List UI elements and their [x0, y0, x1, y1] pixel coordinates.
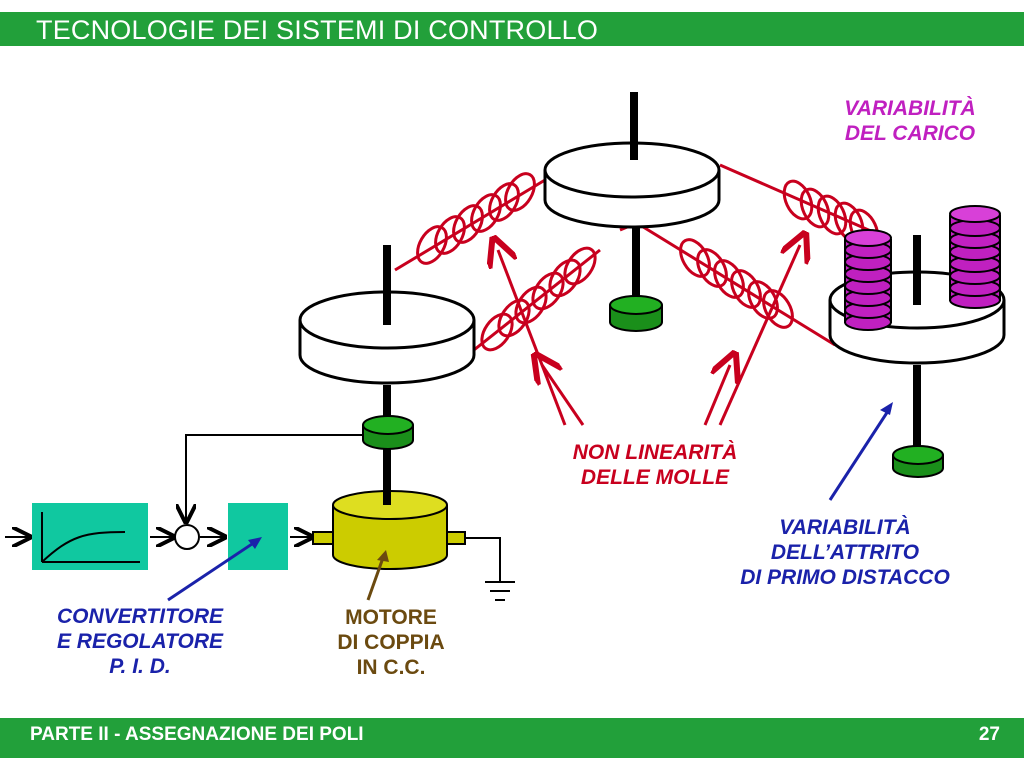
mechanical-system-diagram	[5, 92, 1006, 602]
arrows-springs	[498, 245, 800, 426]
label-motore: MOTORE DI COPPIA IN C.C.	[337, 606, 445, 679]
block-diagram	[5, 434, 362, 570]
spring-left-bottom	[454, 246, 601, 367]
load-stack-left	[844, 229, 892, 331]
footer-section: PARTE II - ASSEGNAZIONE DEI POLI	[30, 724, 364, 745]
footer-band	[0, 718, 1024, 758]
disk-top	[543, 92, 721, 332]
load-stack-right	[949, 205, 1001, 309]
spring-right-bottom	[639, 223, 836, 347]
label-variabilita-attrito: VARIABILITÀ DELL’ATTRITO DI PRIMO DISTAC…	[740, 516, 950, 589]
page-number: 27	[978, 724, 1000, 745]
label-convertitore: CONVERTITORE E REGOLATORE P. I. D.	[56, 605, 224, 678]
slide-title: TECNOLOGIE DEI SISTEMI DI CONTROLLO	[36, 15, 599, 45]
label-non-linearita: NON LINEARITÀ DELLE MOLLE	[572, 441, 738, 489]
ground-symbol	[465, 537, 515, 601]
disk-left	[298, 245, 476, 520]
spring-left-top	[394, 172, 546, 272]
label-variabilita-carico: VARIABILITÀ DEL CARICO	[844, 97, 976, 145]
motor-dc	[312, 470, 466, 570]
header-band	[0, 12, 1024, 46]
